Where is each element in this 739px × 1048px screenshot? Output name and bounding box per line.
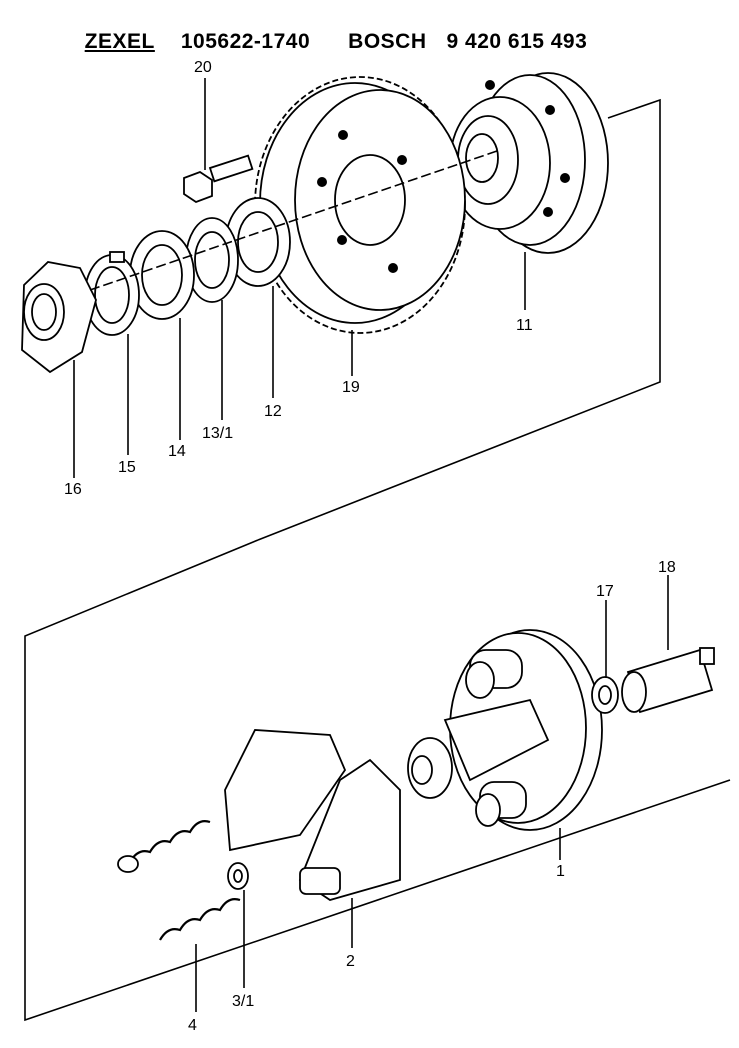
part-14-spacer-ring [129,230,195,320]
part-4-springs [117,820,241,941]
label-part-18: 18 [658,559,676,576]
label-part-3-1: 3/1 [232,993,254,1010]
part-1-hub [407,629,603,831]
part-13-1-shim [185,217,239,303]
label-part-11: 11 [516,317,533,334]
part-11-flange-hub [449,72,609,254]
label-part-1: 1 [556,863,565,880]
label-part-16: 16 [64,481,82,498]
part-18-pin [621,647,715,714]
assembly-frame [24,98,731,1022]
label-part-14: 14 [168,443,186,460]
header-title: ZEXEL 105622-1740 BOSCH 9 420 615 493 [72,6,587,54]
label-part-20: 20 [194,59,212,76]
label-part-13-1: 13/1 [202,425,233,442]
part-12-washer [225,197,291,287]
label-part-2: 2 [346,953,355,970]
part-19-gear [254,76,466,334]
leaders-upper [73,78,526,478]
label-part-17: 17 [596,583,614,600]
brand-zexel: ZEXEL [84,30,155,53]
part-3-1-shim [227,862,249,890]
part-17-washer [591,676,619,714]
label-part-19: 19 [342,379,360,396]
part-16-hex-nut [21,261,97,374]
label-part-15: 15 [118,459,136,476]
label-part-4: 4 [188,1017,197,1034]
zexel-part-number: 105622-1740 [180,30,311,53]
leaders-lower [195,575,669,1012]
bosch-part-number: 9 420 615 493 [446,30,588,53]
part-20-bolt [183,154,254,204]
label-part-12: 12 [264,403,282,420]
brand-bosch: BOSCH [348,30,427,53]
part-2-flyweights [224,729,401,901]
